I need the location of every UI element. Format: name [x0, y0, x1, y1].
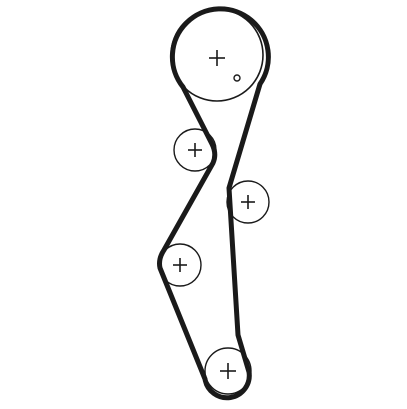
top-pulley-center-cross-icon	[209, 50, 225, 66]
right-tensioner-outline	[226, 180, 270, 224]
timing-belt	[157, 6, 271, 401]
top-pulley-timing-mark-icon	[233, 74, 241, 82]
right-tensioner-cross-icon	[241, 195, 255, 209]
right-tensioner-pulley	[226, 180, 270, 224]
upper-left-idler-cross-icon	[188, 143, 202, 157]
bottom-pulley-cross-icon	[220, 363, 236, 379]
lower-left-idler-cross-icon	[173, 258, 187, 272]
